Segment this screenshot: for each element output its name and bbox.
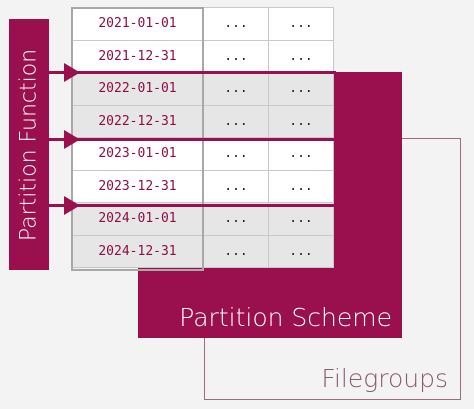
table-cell: ...: [268, 72, 334, 106]
table-cell-key: 2021-12-31: [71, 39, 204, 73]
table-cell: ...: [203, 72, 269, 106]
table-cell-key: 2024-01-01: [71, 202, 204, 236]
table-row: 2022-01-01 ... ...: [71, 72, 334, 106]
data-table: 2021-01-01 ... ... 2021-12-31 ... ... 20…: [71, 7, 334, 268]
table-cell: ...: [203, 104, 269, 138]
table-row: 2023-12-31 ... ...: [71, 169, 334, 203]
table-cell: ...: [268, 7, 334, 41]
table-row: 2023-01-01 ... ...: [71, 137, 334, 171]
partition-scheme-label: Partition Scheme: [179, 303, 392, 332]
partition-function-bar: Partition Function: [9, 19, 49, 270]
filegroups-label: Filegroups: [321, 364, 448, 393]
table-cell: ...: [203, 169, 269, 203]
table-row: 2024-12-31 ... ...: [71, 234, 334, 268]
table-row: 2021-01-01 ... ...: [71, 7, 334, 41]
table-cell: ...: [203, 39, 269, 73]
table-cell: ...: [268, 234, 334, 268]
table-cell: ...: [268, 169, 334, 203]
table-cell: ...: [268, 39, 334, 73]
table-cell-key: 2023-12-31: [71, 169, 204, 203]
table-cell-key: 2024-12-31: [71, 234, 204, 268]
boundary-arrow-head-3: [64, 196, 80, 215]
table-cell-key: 2022-12-31: [71, 104, 204, 138]
table-cell: ...: [268, 202, 334, 236]
table-row: 2022-12-31 ... ...: [71, 104, 334, 138]
boundary-arrow-head-1: [64, 63, 80, 82]
table-cell: ...: [268, 137, 334, 171]
table-cell: ...: [203, 202, 269, 236]
table-row: 2021-12-31 ... ...: [71, 39, 334, 73]
table-row: 2024-01-01 ... ...: [71, 202, 334, 236]
boundary-arrow-head-2: [64, 130, 80, 149]
table-cell-key: 2022-01-01: [71, 72, 204, 106]
table-cell: ...: [268, 104, 334, 138]
table-cell-key: 2023-01-01: [71, 137, 204, 171]
